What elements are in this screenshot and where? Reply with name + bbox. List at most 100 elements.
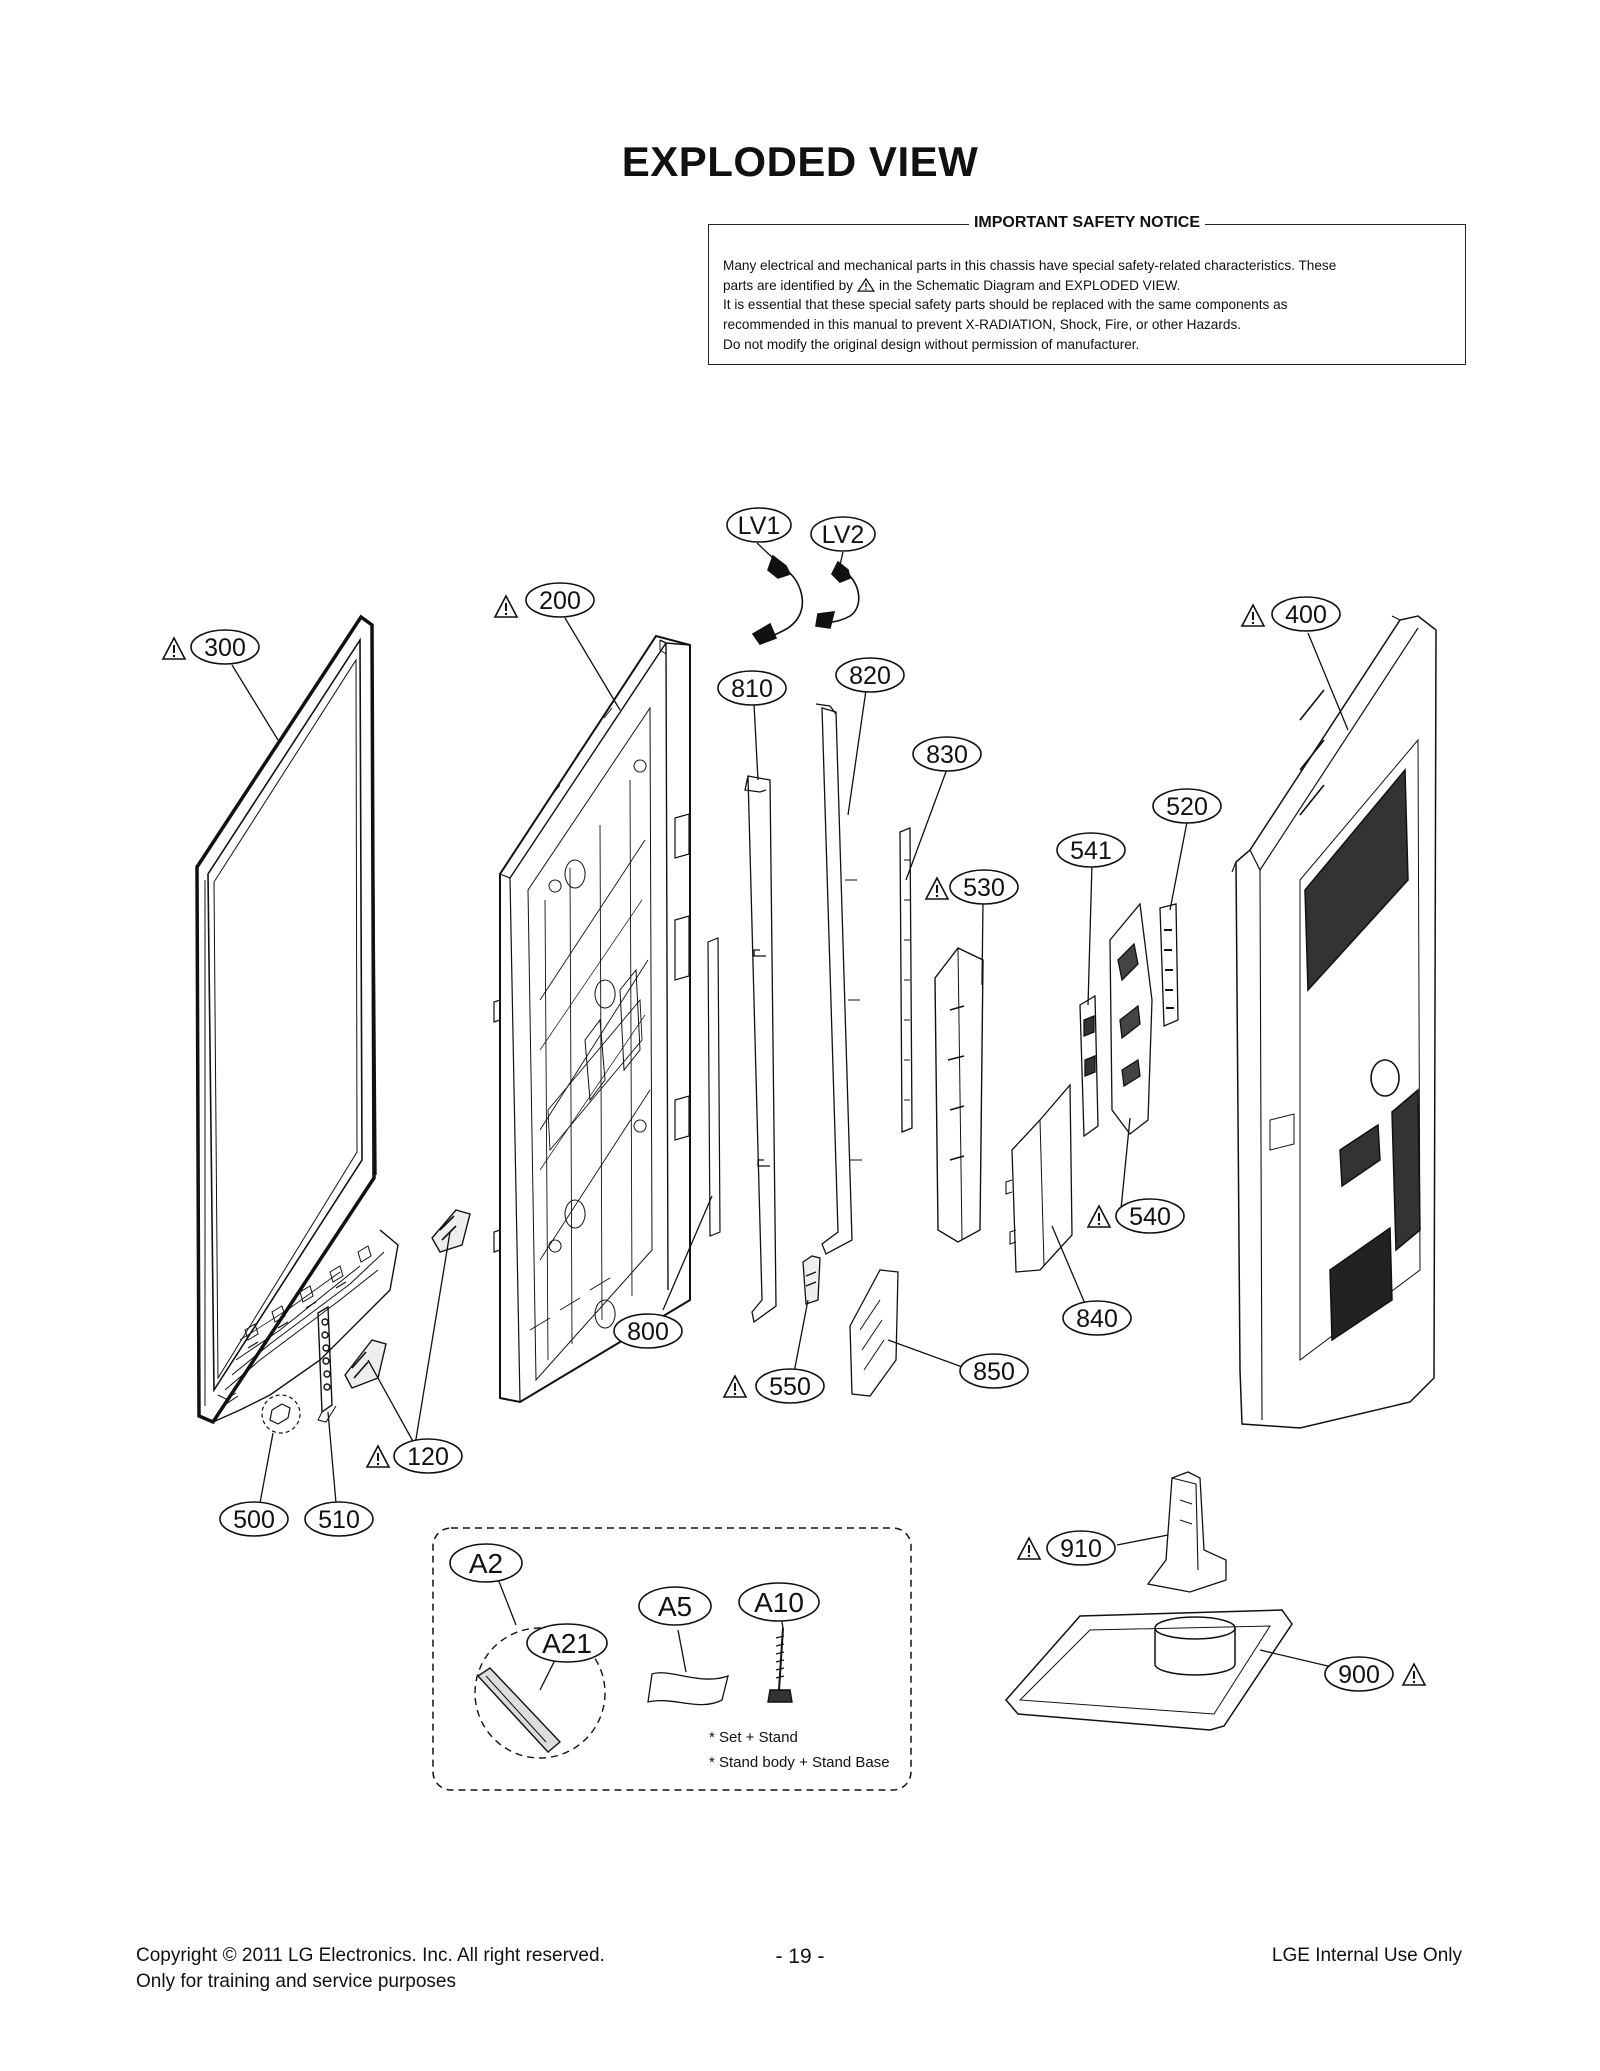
- callout-910: 910: [1046, 1530, 1116, 1566]
- accessory-note-1: * Set + Stand: [709, 1729, 798, 1746]
- callout-850: 850: [959, 1353, 1029, 1389]
- footer-page-number: - 19 -: [775, 1945, 825, 1968]
- part-541-board: [1079, 994, 1099, 1138]
- leader-lines: [231, 542, 1349, 1691]
- warning-triangle-icon: [856, 277, 875, 292]
- safety-notice-box: IMPORTANT SAFETY NOTICE Many electrical …: [708, 214, 1466, 365]
- part-500-ir-receiver: [261, 1394, 301, 1434]
- part-840-shield-cover: [1005, 1083, 1073, 1273]
- callout-540: 540: [1115, 1198, 1185, 1234]
- svg-text:A21: A21: [542, 1628, 592, 1659]
- page-title: EXPLODED VIEW: [621, 138, 979, 185]
- svg-text:LV2: LV2: [822, 521, 865, 549]
- part-830-board: [899, 827, 913, 1133]
- svg-text:400: 400: [1285, 601, 1327, 629]
- svg-text:810: 810: [731, 675, 773, 703]
- callout-840: 840: [1062, 1300, 1132, 1336]
- warning-triangle-icon: [494, 595, 518, 618]
- callout-lv1: LV1: [726, 507, 792, 543]
- svg-text:541: 541: [1070, 837, 1112, 865]
- warning-triangle-icon: [723, 1375, 747, 1398]
- svg-text:800: 800: [627, 1318, 669, 1346]
- svg-text:540: 540: [1129, 1203, 1171, 1231]
- part-520-side-jack: [1159, 903, 1179, 1027]
- footer-internal-use: LGE Internal Use Only: [1271, 1945, 1462, 1966]
- callouts: LV1 LV2 200 300 400 810 820 830 520 541 …: [190, 507, 1394, 1692]
- svg-text:850: 850: [973, 1358, 1015, 1386]
- notice-line-5: Do not modify the original design withou…: [723, 336, 1140, 352]
- callout-200: 200: [525, 582, 595, 618]
- svg-text:A2: A2: [469, 1548, 503, 1579]
- svg-text:550: 550: [769, 1373, 811, 1401]
- warning-triangle-icon: [1017, 1537, 1041, 1560]
- accessory-box: * Set + Stand * Stand body + Stand Base: [432, 1527, 912, 1791]
- accessory-a10-screw: [767, 1627, 793, 1703]
- svg-text:200: 200: [539, 587, 581, 615]
- notice-line-3: It is essential that these special safet…: [723, 297, 1288, 313]
- svg-text:910: 910: [1060, 1535, 1102, 1563]
- part-510-control-board: [317, 1305, 337, 1423]
- accessory-note-2: * Stand body + Stand Base: [709, 1754, 890, 1771]
- accessory-remote-inset: [474, 1627, 606, 1759]
- part-120-speakers: [344, 1209, 471, 1389]
- footer-purpose: Only for training and service purposes: [136, 1971, 456, 1992]
- callout-800: 800: [613, 1313, 683, 1349]
- callout-520: 520: [1152, 788, 1222, 824]
- callout-a10: A10: [738, 1582, 820, 1622]
- callout-300: 300: [190, 629, 260, 665]
- notice-line-4: recommended in this manual to prevent X-…: [723, 317, 1242, 333]
- svg-text:120: 120: [407, 1443, 449, 1471]
- svg-text:520: 520: [1166, 793, 1208, 821]
- svg-text:300: 300: [204, 634, 246, 662]
- svg-text:510: 510: [318, 1506, 360, 1534]
- footer-copyright: Copyright © 2011 LG Electronics. Inc. Al…: [136, 1945, 605, 1966]
- callout-400: 400: [1271, 596, 1341, 632]
- callout-510: 510: [304, 1501, 374, 1537]
- callout-a5: A5: [638, 1586, 712, 1626]
- warning-triangle-icon: [162, 637, 186, 660]
- svg-text:A5: A5: [658, 1591, 692, 1622]
- svg-text:500: 500: [233, 1506, 275, 1534]
- callout-120: 120: [393, 1438, 463, 1474]
- callout-a21: A21: [526, 1623, 608, 1663]
- svg-text:820: 820: [849, 662, 891, 690]
- accessory-a5-sheet: [647, 1672, 729, 1706]
- part-400-back-cover: [1231, 615, 1437, 1429]
- part-900-stand-base: [1005, 1609, 1293, 1731]
- callout-530: 530: [949, 869, 1019, 905]
- callout-550: 550: [755, 1368, 825, 1404]
- notice-line-1: Many electrical and mechanical parts in …: [723, 258, 1337, 273]
- part-200-lcd-module: [493, 634, 691, 1404]
- part-300-front-cabinet: [195, 614, 399, 1425]
- part-550-connector: [802, 1255, 821, 1305]
- svg-text:LV1: LV1: [738, 512, 781, 540]
- callout-820: 820: [835, 657, 905, 693]
- svg-text:A10: A10: [754, 1587, 804, 1618]
- part-820-rail: [815, 703, 862, 1255]
- callout-lv2: LV2: [810, 516, 876, 552]
- warning-triangle-icon: [1402, 1663, 1426, 1686]
- safety-notice-body: Many electrical and mechanical parts in …: [723, 256, 1451, 355]
- callout-810: 810: [717, 670, 787, 706]
- callout-830: 830: [912, 736, 982, 772]
- warning-triangle-icon: [1087, 1205, 1111, 1228]
- callout-900: 900: [1324, 1656, 1394, 1692]
- svg-text:900: 900: [1338, 1661, 1380, 1689]
- part-540-main-board: [1109, 902, 1153, 1135]
- svg-text:830: 830: [926, 741, 968, 769]
- callout-541: 541: [1056, 832, 1126, 868]
- lv-cables: [751, 554, 860, 645]
- part-530-power-supply: [934, 947, 984, 1243]
- part-810-rail: [744, 775, 777, 1324]
- warning-triangle-icon: [925, 877, 949, 900]
- svg-text:840: 840: [1076, 1305, 1118, 1333]
- warning-triangle-icon: [1241, 604, 1265, 627]
- warning-triangle-icon: [366, 1445, 390, 1468]
- safety-notice-heading: IMPORTANT SAFETY NOTICE: [968, 214, 1206, 231]
- part-800-bracket: [707, 937, 721, 1237]
- svg-text:530: 530: [963, 874, 1005, 902]
- callout-a2: A2: [449, 1543, 523, 1583]
- part-850-io-plate: [849, 1269, 899, 1397]
